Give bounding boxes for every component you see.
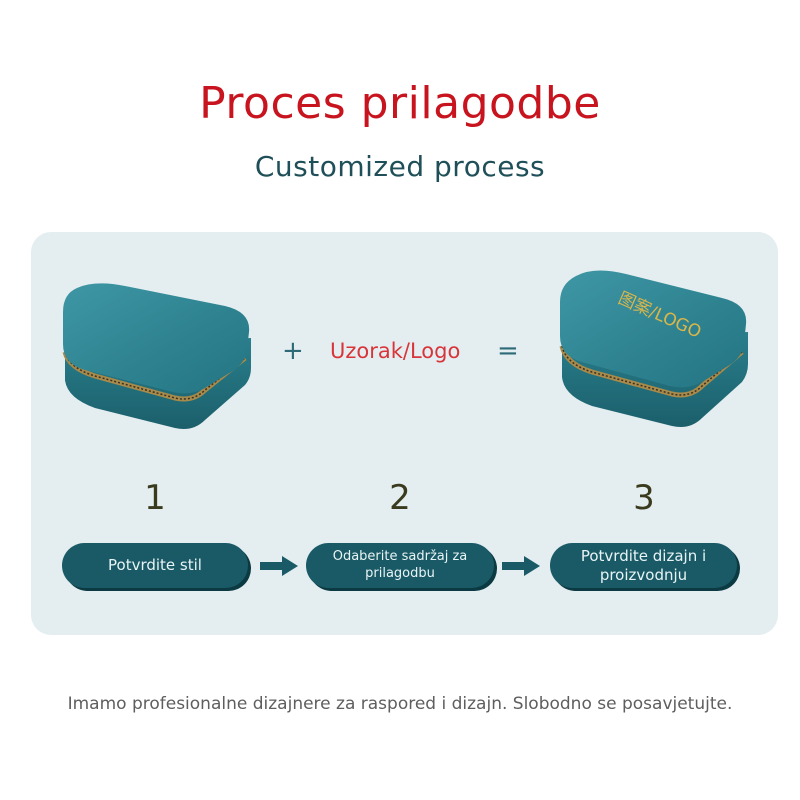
arrow-right-icon [260,556,298,576]
page-title: Proces prilagodbe [199,78,601,129]
step-3-pill: Potvrdite dizajn i proizvodnju [550,543,737,588]
step-2-number: 2 [389,478,411,518]
plain-jewelry-box-image [62,283,251,429]
footer-note: Imamo profesionalne dizajnere za raspore… [67,694,733,714]
step-1-pill: Potvrdite stil [62,543,248,588]
step-2-pill: Odaberite sadržaj za prilagodbu [306,543,494,588]
pattern-logo-label: Uzorak/Logo [330,339,461,363]
custom-jewelry-box-image: 图案/LOGO [559,270,748,427]
page-subtitle: Customized process [254,150,546,183]
step-3-number: 3 [633,478,655,518]
equals-symbol: = [497,336,519,366]
plus-symbol: + [282,336,304,366]
arrow-right-icon [502,556,540,576]
step-1-number: 1 [144,478,166,518]
